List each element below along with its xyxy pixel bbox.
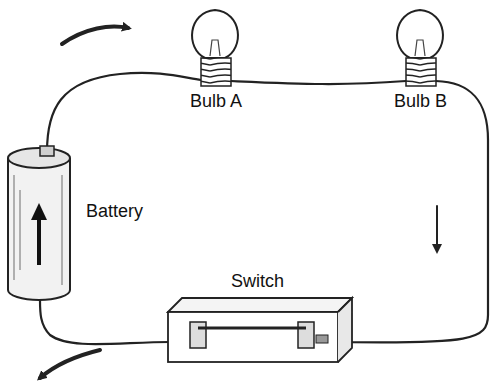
part-label: Switch — [231, 272, 284, 292]
current-arrow — [436, 206, 438, 250]
part-label: Battery — [86, 202, 143, 222]
part-label: Bulb B — [394, 92, 447, 112]
battery-symbol — [8, 146, 70, 300]
switch-symbol — [168, 298, 352, 362]
wire — [40, 300, 170, 344]
current-arrow — [40, 350, 100, 378]
part-label: Bulb A — [190, 92, 242, 112]
bulb-symbol — [397, 10, 443, 86]
wire — [340, 81, 488, 342]
wire — [231, 81, 406, 84]
current-arrow — [62, 27, 128, 44]
bulb-symbol — [192, 10, 238, 86]
wire — [47, 73, 201, 152]
